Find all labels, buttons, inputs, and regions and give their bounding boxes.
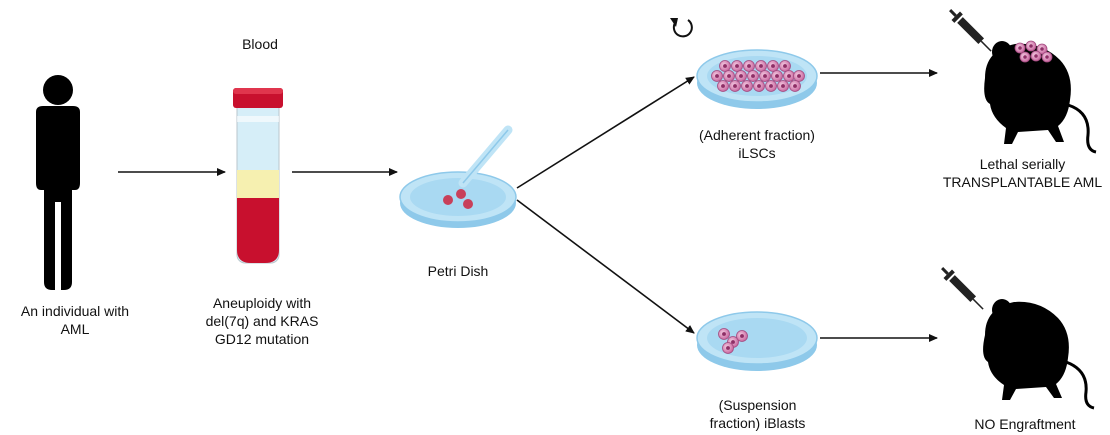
arrow-petri-to-adherent xyxy=(517,77,694,188)
tube-label: Aneuploidy with del(7q) and KRAS GD12 mu… xyxy=(182,294,342,348)
suspension-label: (Suspension fraction) iBlasts xyxy=(680,396,835,432)
cell-nucleus xyxy=(745,84,749,88)
blood-label: Blood xyxy=(220,35,300,53)
cell-nucleus xyxy=(759,64,763,68)
cell-nucleus xyxy=(751,74,755,78)
suspension-label-line: (Suspension xyxy=(680,396,835,414)
cell-nucleus xyxy=(1023,55,1027,59)
individual-label: An individual with AML xyxy=(0,302,150,338)
cell-nucleus xyxy=(775,74,779,78)
cell-nucleus xyxy=(1045,55,1049,59)
transplanted-cells xyxy=(1015,41,1052,62)
cell-nucleus xyxy=(787,74,791,78)
cell-nucleus xyxy=(733,84,737,88)
cell-nucleus xyxy=(715,74,719,78)
cell-nucleus xyxy=(739,74,743,78)
individual-label-line: An individual with xyxy=(0,302,150,320)
cell-nucleus xyxy=(1029,44,1033,48)
cell-nucleus xyxy=(727,74,731,78)
cell-nucleus xyxy=(1040,47,1044,51)
cell-nucleus xyxy=(747,64,751,68)
cell-nucleus xyxy=(793,84,797,88)
tube-label-line: del(7q) and KRAS xyxy=(182,312,342,330)
no-engraftment-label: NO Engraftment xyxy=(950,415,1100,433)
cell-nucleus xyxy=(797,74,801,78)
cell-nucleus xyxy=(723,64,727,68)
person-icon xyxy=(36,75,80,290)
arrow-petri-to-suspension xyxy=(517,200,694,333)
lethal-aml-label-line: Lethal serially xyxy=(935,155,1110,173)
adherent-label-line: iLSCs xyxy=(672,144,842,162)
cell-nucleus xyxy=(783,64,787,68)
petri-dish-label: Petri Dish xyxy=(398,262,518,280)
cell-nucleus xyxy=(781,84,785,88)
cell-nucleus xyxy=(735,64,739,68)
cell-nucleus xyxy=(1018,46,1022,50)
cell-nucleus xyxy=(757,84,761,88)
adherent-label: (Adherent fraction) iLSCs xyxy=(672,126,842,162)
tube-label-line: GD12 mutation xyxy=(182,330,342,348)
cell-nucleus xyxy=(763,74,767,78)
cell-culture-dish-icon xyxy=(697,312,817,371)
refresh-icon xyxy=(670,18,692,36)
lethal-aml-label-line: TRANSPLANTABLE AML xyxy=(935,173,1110,191)
mouse-icon xyxy=(983,299,1094,408)
petri-dish-icon xyxy=(400,172,516,228)
cell-nucleus xyxy=(731,340,735,344)
suspension-label-line: fraction) iBlasts xyxy=(680,414,835,432)
cell-culture-dish-icon xyxy=(697,50,817,109)
syringe-icon xyxy=(938,264,987,313)
cell-nucleus xyxy=(771,64,775,68)
cell-nucleus xyxy=(722,332,726,336)
cell-nucleus xyxy=(721,84,725,88)
tube-label-line: Aneuploidy with xyxy=(182,294,342,312)
individual-label-line: AML xyxy=(0,320,150,338)
blood-tube-icon xyxy=(233,88,283,263)
cell-nucleus xyxy=(1034,54,1038,58)
cell-nucleus xyxy=(740,334,744,338)
cell-nucleus xyxy=(726,346,730,350)
adherent-label-line: (Adherent fraction) xyxy=(672,126,842,144)
lethal-aml-label: Lethal serially TRANSPLANTABLE AML xyxy=(935,155,1110,191)
cell-nucleus xyxy=(769,84,773,88)
syringe-icon xyxy=(946,6,995,55)
